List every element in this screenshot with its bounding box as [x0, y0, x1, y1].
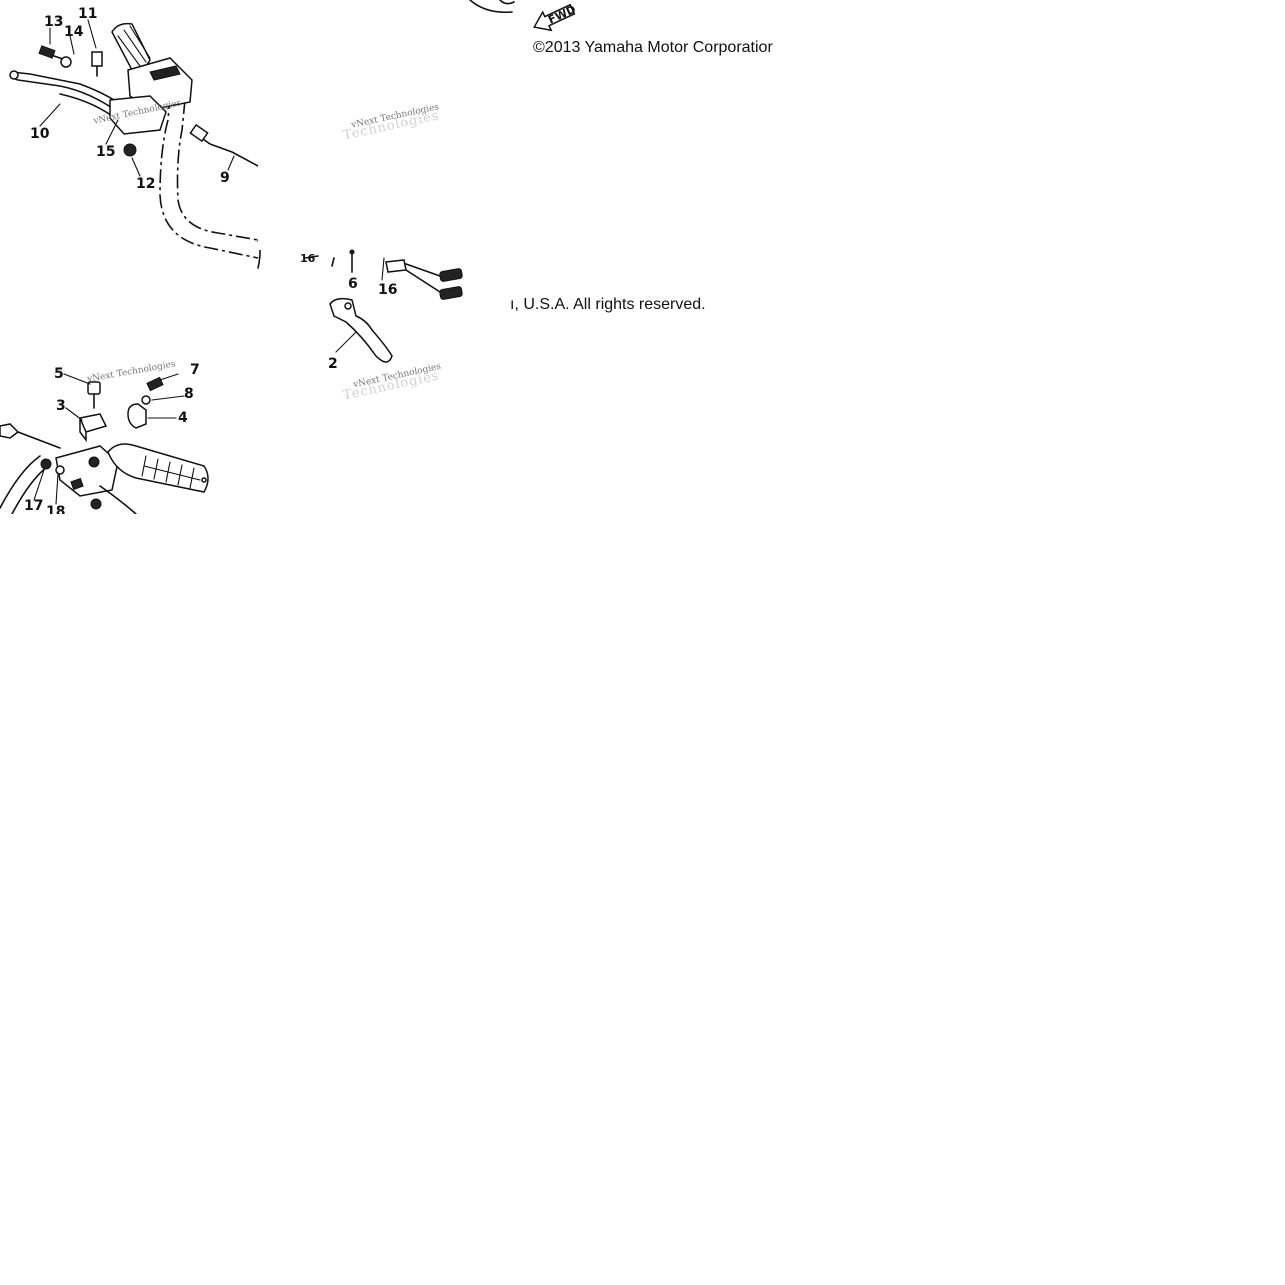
- bolt-13: [38, 45, 67, 61]
- callout-2: 2: [328, 356, 338, 372]
- washer-18: [55, 465, 65, 475]
- connector-16a: [439, 268, 463, 282]
- callout-8: 8: [184, 386, 194, 402]
- callout-13: 13: [44, 14, 63, 30]
- washer-14: [60, 56, 72, 68]
- callout-5: 5: [54, 366, 64, 382]
- bolt-7: [146, 376, 164, 392]
- svg-text:vNext Technologies: vNext Technologies: [86, 359, 177, 385]
- callout-7: 7: [190, 362, 200, 378]
- nut-12: [123, 143, 137, 157]
- fwd-label: FWD: [546, 3, 578, 27]
- cable-9: [195, 133, 259, 167]
- lever-bracket: [109, 95, 167, 135]
- screw-11: [91, 51, 103, 77]
- callout-17: 17: [24, 498, 43, 514]
- clamp-4: [127, 403, 147, 429]
- throttle-assembly: [0, 373, 209, 515]
- callout-16-partial: 16: [300, 252, 316, 265]
- brake-lever-2: [329, 297, 393, 363]
- clutch-lever-assembly: [9, 19, 261, 269]
- brake-lever-assembly: [304, 249, 463, 363]
- washer-8: [141, 395, 151, 405]
- grip-top: [111, 22, 151, 72]
- callout-9: 9: [220, 170, 230, 186]
- callout-3: 3: [56, 398, 66, 414]
- fragment-top: [469, 0, 515, 14]
- throttle-grip: [107, 443, 209, 493]
- watermark-3: Technologies vNext Technologies: [342, 362, 442, 404]
- callout-14: 14: [64, 24, 84, 40]
- cover-3: [78, 413, 108, 443]
- callout-6: 6: [348, 276, 358, 292]
- copyright-line-1: ©2013 Yamaha Motor Corporatior: [533, 39, 773, 56]
- callout-10: 10: [30, 126, 50, 142]
- connector-16b: [439, 286, 463, 300]
- callout-12: 12: [136, 176, 155, 192]
- fwd-arrow-icon: FWD: [533, 3, 578, 32]
- callout-11: 11: [78, 6, 97, 22]
- handlebar-left: [159, 94, 259, 259]
- watermark-1: Technologies vNext Technologies: [342, 102, 441, 143]
- copyright-line-2: ı, U.S.A. All rights reserved.: [510, 296, 706, 313]
- part-callouts: 13 14 11 10 15 12 9 6 16 2 5 3 7 8 4 17 …: [24, 6, 397, 520]
- callout-15: 15: [96, 144, 115, 160]
- watermark-4: vNext Technologies: [86, 359, 177, 385]
- screw-5: [87, 381, 101, 409]
- callout-16: 16: [378, 282, 397, 298]
- nut-17: [40, 458, 52, 470]
- callout-4: 4: [178, 410, 188, 426]
